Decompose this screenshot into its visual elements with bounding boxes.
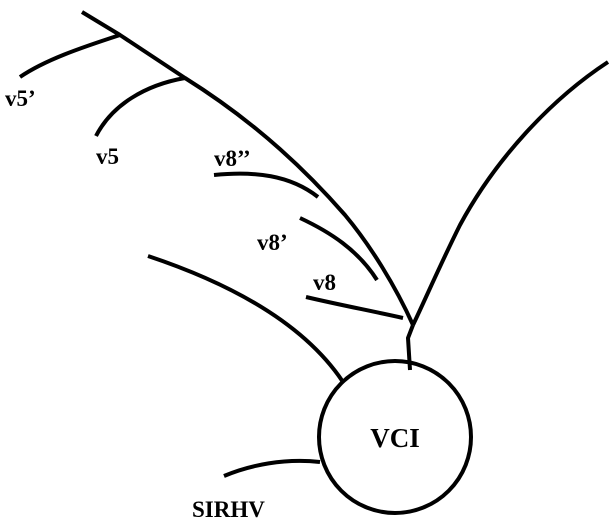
label-sirhv: SIRHV <box>192 497 265 522</box>
junction-stem <box>406 324 415 371</box>
label-v5: v5 <box>96 144 119 169</box>
branch-v5 <box>94 76 186 137</box>
vci-circle <box>317 359 473 515</box>
label-v5-prime: v5’ <box>5 86 36 111</box>
sirhv-vessel <box>223 458 321 478</box>
main-trunk-vessel <box>80 10 415 326</box>
left-vessel <box>147 254 345 384</box>
label-v8-prime: v8’ <box>257 230 288 255</box>
branch-v8-double-prime <box>213 171 320 199</box>
label-v8-double-prime: v8’’ <box>214 146 251 171</box>
vci-label: VCI <box>370 423 420 453</box>
label-v8: v8 <box>313 270 336 295</box>
right-vessel <box>411 60 610 326</box>
branch-v8-prime <box>299 216 379 282</box>
branch-v8 <box>305 295 404 320</box>
branch-v5-prime <box>18 33 121 79</box>
